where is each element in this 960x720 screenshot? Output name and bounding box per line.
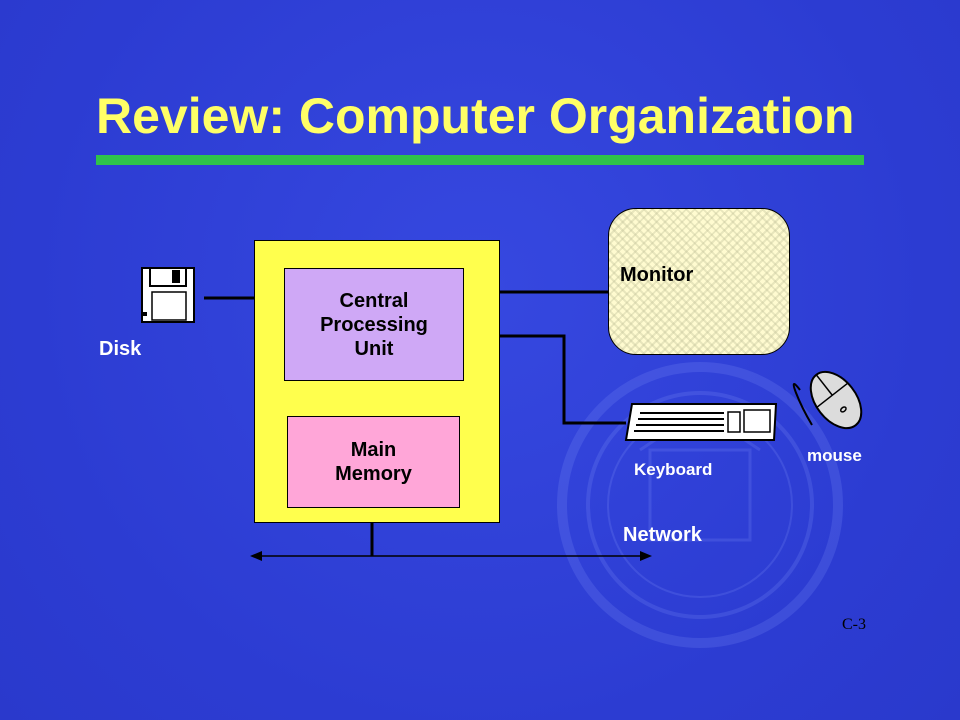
keyboard-label: Keyboard xyxy=(634,460,713,479)
mouse-cord xyxy=(792,383,813,426)
main-memory-box: Main Memory xyxy=(287,416,460,508)
mouse-label: mouse xyxy=(807,446,862,465)
keyboard-link xyxy=(500,334,626,425)
monitor-screen xyxy=(608,208,790,355)
network-arrow-left xyxy=(250,551,262,561)
network-label: Network xyxy=(623,524,702,546)
cpu-box: Central Processing Unit xyxy=(284,268,464,381)
cpu-label: Central Processing Unit xyxy=(320,289,428,360)
memory-label: Main Memory xyxy=(335,439,412,485)
network-arrow-right xyxy=(640,551,652,561)
slide-title: Review: Computer Organization xyxy=(96,88,855,144)
disk-label: Disk xyxy=(99,338,142,360)
monitor-label: Monitor xyxy=(620,264,694,286)
title-underline xyxy=(96,155,864,165)
slide-number: C-3 xyxy=(842,616,866,633)
